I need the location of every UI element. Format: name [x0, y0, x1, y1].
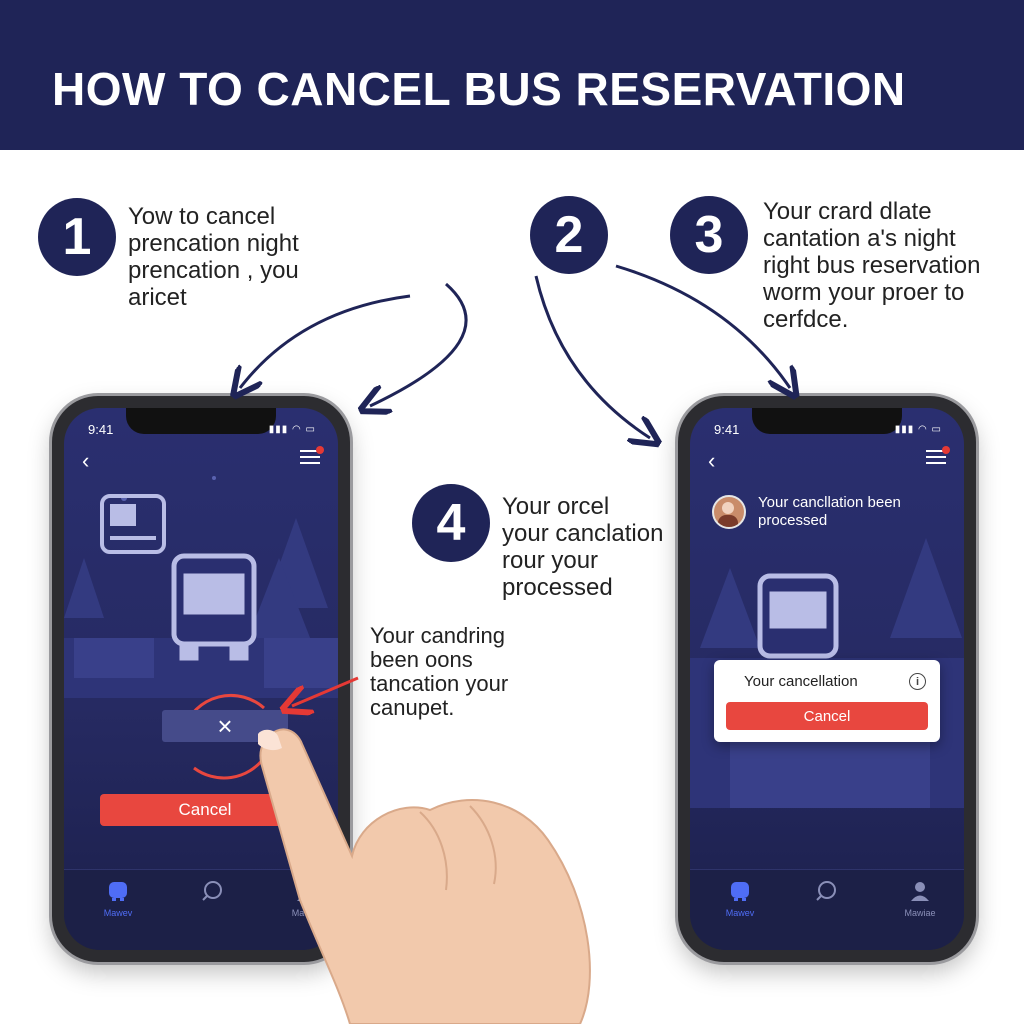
status-time: 9:41: [714, 422, 740, 437]
bus-icon-large: [757, 573, 839, 659]
phone-right: 9:41 ▮▮▮ ◠ ▭ ‹ Your cancllation been pro…: [678, 396, 976, 962]
bus-tab-icon: [731, 882, 749, 901]
avatar: [712, 495, 746, 529]
search-tab-icon: [202, 881, 222, 901]
info-icon[interactable]: i: [909, 673, 926, 690]
step-3-text: Your crard dlate cantation a's night rig…: [763, 198, 981, 333]
bus-scene-illustration: [64, 476, 338, 780]
close-button[interactable]: ×: [162, 710, 288, 742]
notification-dot: [316, 446, 324, 454]
step-1-badge: 1: [38, 198, 116, 276]
tab-bar: Mawev Mawiae: [690, 869, 964, 950]
bus-tab-icon: [109, 882, 127, 901]
search-tab-icon: [816, 881, 836, 901]
phone-notch: [752, 408, 902, 434]
step-2-badge: 2: [530, 196, 608, 274]
bus-icon-large: [171, 553, 257, 661]
status-icons: ▮▮▮ ◠ ▭: [268, 424, 316, 435]
phone-notch: [126, 408, 276, 434]
notification-dot: [942, 446, 950, 454]
step-4-text: Your orcel your canclation rour your pro…: [502, 493, 664, 601]
close-icon: ×: [217, 710, 233, 741]
dialog-title: Your cancellation: [744, 673, 858, 690]
cancellation-dialog: Your cancellation i Cancel: [714, 660, 940, 742]
bus-icon-small: [100, 494, 166, 554]
callout-text: Your candring been oons tancation your c…: [370, 623, 509, 720]
step-1-text: Yow to cancel prencation night prencatio…: [128, 203, 299, 311]
cancellation-notice: Your cancllation been processed: [712, 494, 901, 530]
tab-bus[interactable]: Mawev: [710, 880, 770, 918]
title-banner: HOW TO CANCEL BUS RESERVATION: [0, 0, 1024, 150]
back-chevron-icon[interactable]: ‹: [82, 448, 90, 473]
step-4-badge: 4: [412, 484, 490, 562]
back-chevron-icon[interactable]: ‹: [708, 448, 716, 473]
step-3-badge: 3: [670, 196, 748, 274]
status-icons: ▮▮▮ ◠ ▭: [894, 424, 942, 435]
page-title: HOW TO CANCEL BUS RESERVATION: [52, 63, 906, 115]
profile-tab-icon: [911, 882, 929, 901]
tab-search[interactable]: [182, 880, 242, 908]
tab-profile[interactable]: Mawiae: [890, 880, 950, 918]
dialog-cancel-button[interactable]: Cancel: [726, 702, 928, 730]
phone-right-screen: 9:41 ▮▮▮ ◠ ▭ ‹ Your cancllation been pro…: [690, 408, 964, 950]
tab-bus[interactable]: Mawev: [88, 880, 148, 918]
menu-icon[interactable]: [300, 446, 324, 466]
tab-search[interactable]: [796, 880, 856, 908]
menu-icon[interactable]: [926, 446, 950, 466]
status-time: 9:41: [88, 422, 114, 437]
